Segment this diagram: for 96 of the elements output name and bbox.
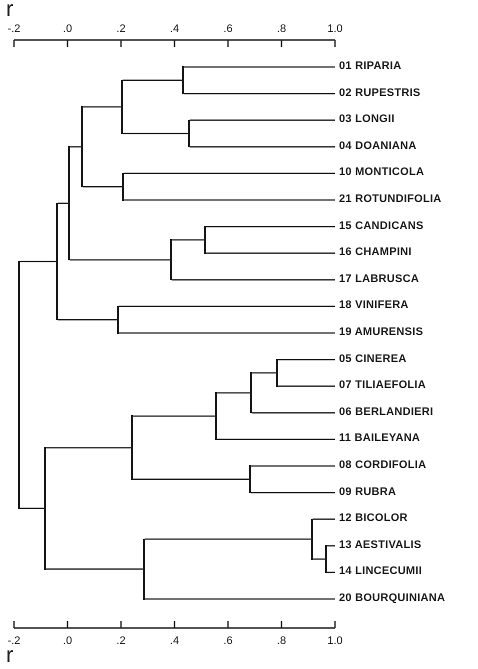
branch-line xyxy=(216,392,250,394)
branch-line xyxy=(190,146,335,148)
tick-label: -.2 xyxy=(8,636,20,647)
branch-line xyxy=(144,598,335,600)
tick-label: .4 xyxy=(170,24,180,35)
branch-line xyxy=(124,172,335,174)
branch-line xyxy=(278,358,335,360)
species-label: 15 CANDICANS xyxy=(339,220,424,232)
junction-line xyxy=(122,172,124,201)
species-label: 11 BAILEYANA xyxy=(339,433,420,444)
branch-line xyxy=(132,478,250,480)
species-label: 12 BICOLOR xyxy=(339,513,408,524)
junction-line xyxy=(44,447,46,570)
branch-line xyxy=(58,319,118,320)
branch-line xyxy=(70,146,82,148)
junction-line xyxy=(215,392,217,440)
branch-line xyxy=(122,80,182,81)
junction-line xyxy=(249,465,251,494)
branch-line xyxy=(312,518,335,520)
species-label: 20 BOURQUINIANA xyxy=(339,593,446,604)
species-label: 21 ROTUNDIFOLIA xyxy=(339,194,442,205)
species-label: 06 BERLANDIERI xyxy=(339,406,434,418)
branch-line xyxy=(118,332,335,334)
species-label: 08 CORDIFOLIA xyxy=(339,460,426,471)
branch-line xyxy=(122,132,188,134)
branch-line xyxy=(82,106,122,108)
branch-line xyxy=(172,279,335,280)
junction-line xyxy=(188,120,190,148)
species-label: 09 RUBRA xyxy=(339,486,396,498)
branch-line xyxy=(70,259,170,260)
branch-line xyxy=(184,66,335,68)
branch-line xyxy=(58,202,68,204)
junction-line xyxy=(276,358,278,387)
species-label: 04 DOANIANA xyxy=(339,140,417,152)
junction-line xyxy=(81,106,83,188)
branch-line xyxy=(184,92,335,94)
tick-label: .8 xyxy=(276,636,286,647)
branch-line xyxy=(250,492,335,494)
junction-line xyxy=(325,545,327,574)
junction-line xyxy=(250,372,252,414)
tick-label: 1.0 xyxy=(327,24,343,35)
junction-line xyxy=(131,415,133,480)
species-label: 13 AESTIVALIS xyxy=(339,540,422,551)
branch-line xyxy=(312,558,326,560)
branch-line xyxy=(172,239,204,241)
species-label: 03 LONGII xyxy=(339,114,395,126)
tick-label: .6 xyxy=(223,636,233,647)
junction-line xyxy=(204,226,206,254)
species-label: 18 VINIFERA xyxy=(339,300,409,312)
tick-label: .0 xyxy=(62,24,72,35)
species-label: 01 RIPARIA xyxy=(339,61,402,72)
branch-line xyxy=(118,306,335,308)
branch-line xyxy=(206,226,335,228)
axis-title: r xyxy=(6,0,14,20)
species-label: 16 CHAMPINI xyxy=(339,247,412,258)
junction-line xyxy=(68,146,70,260)
branch-line xyxy=(206,252,335,254)
species-label: 05 CINEREA xyxy=(339,354,407,365)
junction-line xyxy=(182,66,184,94)
branch-line xyxy=(124,199,335,201)
species-label: 07 TILIAEFOLIA xyxy=(339,380,426,392)
branch-line xyxy=(82,186,122,188)
branch-line xyxy=(46,447,132,448)
species-label: 17 LABRUSCA xyxy=(339,274,420,285)
species-label: 02 RUPESTRIS xyxy=(339,88,421,99)
tick-label: .0 xyxy=(62,636,72,647)
tick-label: .4 xyxy=(170,636,180,647)
species-label: 10 MONTICOLA xyxy=(339,167,424,178)
branch-line xyxy=(132,415,216,417)
branch-line xyxy=(250,465,335,467)
junction-line xyxy=(311,518,313,560)
tick-label: .6 xyxy=(223,24,233,35)
tick-label: -.2 xyxy=(8,24,20,35)
junction-line xyxy=(121,80,123,134)
tick-label: .2 xyxy=(116,24,126,35)
branch-line xyxy=(326,545,335,546)
branch-line xyxy=(278,386,335,387)
junction-line xyxy=(117,306,119,334)
tick-label: .8 xyxy=(276,24,286,35)
branch-line xyxy=(252,372,276,374)
junction-line xyxy=(170,239,172,280)
branch-line xyxy=(190,120,335,121)
branch-line xyxy=(144,538,312,540)
junction-line xyxy=(143,538,145,600)
branch-line xyxy=(46,568,144,570)
branch-line xyxy=(216,438,335,440)
branch-line xyxy=(20,260,56,262)
tick-label: .2 xyxy=(116,636,126,647)
junction-line xyxy=(18,260,20,510)
tick-label: 1.0 xyxy=(327,636,343,647)
species-label: 14 LINCECUMII xyxy=(339,566,422,578)
species-label: 19 AMURENSIS xyxy=(339,327,424,338)
branch-line xyxy=(20,508,44,510)
junction-line xyxy=(56,202,58,320)
branch-line xyxy=(252,412,335,414)
axis-title: r xyxy=(6,644,14,666)
